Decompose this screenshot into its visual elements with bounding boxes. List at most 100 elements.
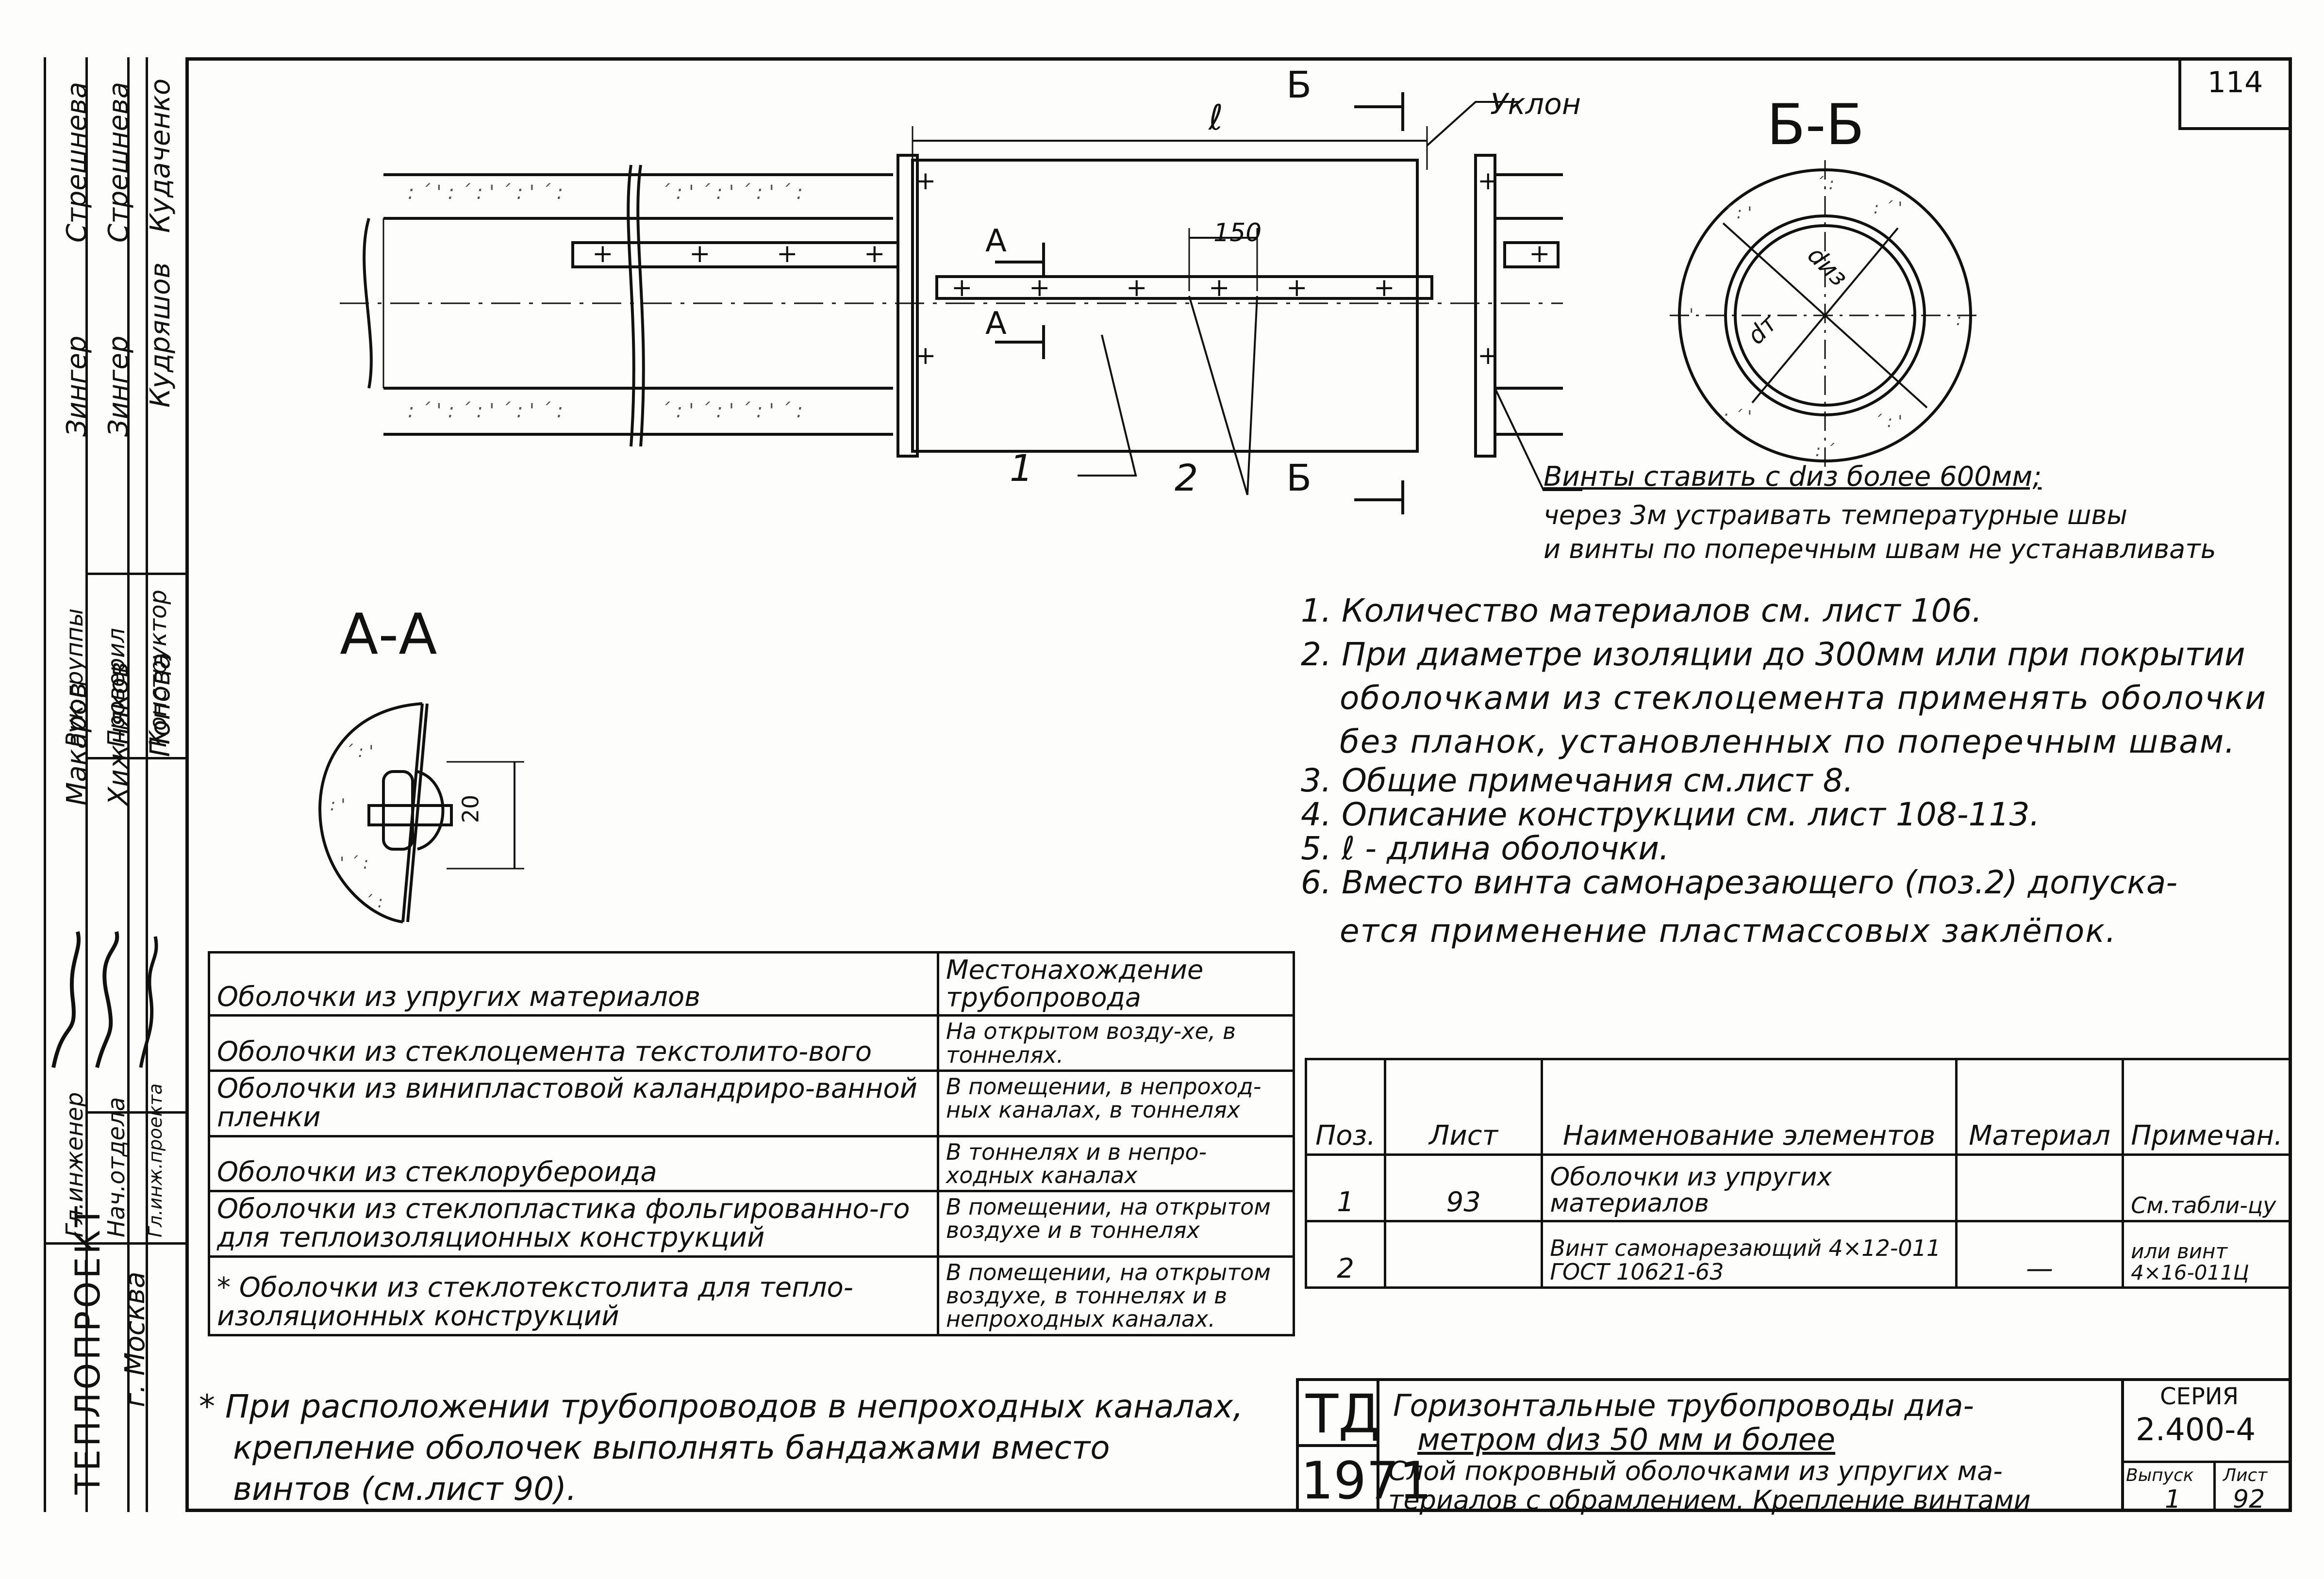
table-cell: * Оболочки из стеклотекстолита для тепло… [208, 1255, 939, 1336]
stamp-name-kudryashov: Кудряшов [145, 262, 176, 408]
sheet-value: 92 [2233, 1485, 2265, 1514]
table-cell: В помещении, в непроход-ных каналах, в т… [937, 1069, 1295, 1137]
table-header-cell: Оболочки из упругих материалов [208, 951, 939, 1017]
sheet-number: 114 [2207, 66, 2263, 99]
svg-text:': ' [1689, 305, 1693, 325]
footnote-3: винтов (см.лист 90). [233, 1470, 577, 1508]
table-cell [1384, 1220, 1544, 1289]
table-row: Оболочки из стеклоцемента текстолито-вог… [208, 1014, 1295, 1072]
note-5: 5. ℓ - длина оболочки. [1301, 830, 1670, 867]
svg-text:+: + [777, 239, 798, 268]
svg-text:' ´ :: ' ´ : [340, 854, 368, 873]
series-value: 2.400-4 [2136, 1412, 2256, 1448]
table-header-cell: Поз. [1304, 1058, 1387, 1156]
screw-note-1: Винты ставить с dиз более 600мм; [1544, 461, 2042, 493]
table-header-cell: Местонахождение трубопровода [937, 951, 1295, 1017]
callout-1: 1 [1010, 446, 1033, 490]
table-cell: В тоннелях и в непро-ходных каналах [937, 1135, 1295, 1193]
sheet-frame [185, 57, 2292, 1512]
table-cell: В помещении, на открытом воздухе, в тонн… [937, 1255, 1295, 1336]
table-row: Оболочки из винипластовой каландриро-ван… [208, 1069, 1295, 1137]
title-line-3: Слой покровный оболочками из упругих ма- [1388, 1456, 2003, 1486]
note-3: 3. Общие примечания см.лист 8. [1301, 762, 1854, 799]
svg-text:: ´ ' : ´ : ' ´ : ' ´ :: : ´ ' : ´ : ' ´ : ' ´ : [408, 400, 563, 422]
table-cell: Оболочки из стеклопластика фольгированно… [208, 1190, 939, 1258]
title-block-year: 1971 [1301, 1451, 1432, 1511]
svg-text:´ : ' ´ : ' ´ : ' ´ :: ´ : ' ´ : ' ´ : ' ´ : [660, 400, 803, 422]
stamp-name-zinger-1: Зингер [61, 335, 93, 437]
table-cell: Винт самонарезающий 4×12-011 ГОСТ 10621-… [1541, 1220, 1958, 1289]
table-cell: Оболочки из стеклоцемента текстолито-вог… [208, 1014, 939, 1072]
table-cell: Оболочки из стеклорубероида [208, 1135, 939, 1193]
dim-150-label: 150 [1213, 218, 1262, 247]
note-6: 6. Вместо винта самонарезающего (поз.2) … [1301, 864, 2178, 901]
title-block-code: ТД [1306, 1383, 1380, 1445]
table-header-cell: Материал [1955, 1058, 2125, 1156]
svg-text:+: + [864, 239, 885, 268]
note-2-cont-2: без планок, установленных по поперечным … [1340, 723, 2236, 760]
stamp-name-streshneva-2: Стрешнева [103, 82, 134, 243]
table-cell: На открытом возду-хе, в тоннелях. [937, 1014, 1295, 1072]
table-cell: Оболочки из упругих материалов [1541, 1153, 1958, 1222]
title-line-1: Горизонтальные трубопроводы диа- [1393, 1388, 1974, 1423]
slope-label: Уклон [1490, 87, 1581, 121]
svg-text:: ´ ': : ´ ' [1723, 407, 1752, 427]
stamp-role-chief-engineer: Гл.инженер [61, 1092, 88, 1237]
stamp-name-makarov: Макаров [61, 682, 93, 806]
section-a-bottom: А [985, 306, 1007, 342]
section-aa-title: А-А [340, 602, 437, 667]
title-line-2: метром dиз 50 мм и более [1417, 1422, 1836, 1457]
table-header-cell: Примечан. [2122, 1058, 2292, 1156]
svg-text:+: + [1029, 273, 1050, 302]
section-a-top: А [985, 223, 1007, 259]
section-aa-drawing: ´ : ' : ' ' ´ : ´ : [318, 702, 524, 923]
callout-2: 2 [1175, 456, 1198, 499]
svg-text:´ : ': ´ : ' [345, 742, 373, 761]
sheet-label: Лист [2223, 1465, 2268, 1485]
svg-text:´ : ': ´ : ' [1723, 203, 1752, 223]
table-cell: Оболочки из винипластовой каландриро-ван… [208, 1069, 939, 1137]
dim-20-label: 20 [457, 794, 484, 823]
stamp-name-streshneva-1: Стрешнева [61, 82, 93, 243]
svg-text:´ :: ´ : [364, 892, 383, 912]
table-cell: См.табли-цу [2122, 1153, 2292, 1222]
table-header-row: Поз. Лист Наименование элементов Материа… [1304, 1058, 2292, 1156]
stamp-signatures [51, 931, 158, 1068]
table-row: 2 Винт самонарезающий 4×12-011 ГОСТ 1062… [1304, 1220, 2292, 1289]
materials-table: Оболочки из упругих материалов Местонахо… [208, 951, 1295, 1336]
svg-text:+: + [1126, 273, 1147, 302]
specification-table: Поз. Лист Наименование элементов Материа… [1304, 1058, 2292, 1289]
svg-text:+: + [915, 341, 936, 370]
stamp-name-popova: Попова [145, 653, 176, 757]
section-bb-drawing: ´ : ': ´ ' ': : ´ '´ : ' ´ :: ´ [1670, 160, 1980, 471]
svg-text:´ : ': ´ : ' [1874, 412, 1902, 431]
svg-text:´ : ' ´ : ' ´ : ' ´ :: ´ : ' ´ : ' ´ : ' ´ : [660, 181, 803, 204]
svg-text:+: + [1477, 341, 1499, 370]
table-cell: — [1955, 1220, 2125, 1289]
note-2: 2. При диаметре изоляции до 300мм или пр… [1301, 636, 2245, 673]
series-label: СЕРИЯ [2160, 1383, 2239, 1410]
svg-text:+: + [689, 239, 711, 268]
stamp-role-project-engineer: Гл.инж.проекта [145, 1083, 166, 1237]
note-4: 4. Описание конструкции см. лист 108-113… [1301, 796, 2040, 833]
stamp-name-kudachenko: Кудаченко [145, 78, 176, 233]
pipe-elevation-drawing: ++++ ++++++ ++++ + : ´ ' : ´ : ' ´ : ' ´… [340, 92, 1582, 514]
table-row: Оболочки из стеклорубероида В тоннелях и… [208, 1135, 1295, 1193]
table-cell: 93 [1384, 1153, 1544, 1222]
note-1: 1. Количество материалов см. лист 106. [1301, 592, 1982, 629]
table-cell: 2 [1304, 1220, 1387, 1289]
section-b-top: Б [1286, 63, 1312, 106]
table-header-cell: Лист [1384, 1058, 1544, 1156]
note-6-cont: ется применение пластмассовых заклёпок. [1340, 912, 2117, 950]
sheet-number-box [2178, 57, 2292, 130]
svg-text:: ´ ' : ´ : ' ´ : ' ´ :: : ´ ' : ´ : ' ´ : ' ´ : [408, 181, 563, 204]
svg-text:´ :: ´ : [1815, 174, 1834, 194]
footnote-2: крепление оболочек выполнять бандажами в… [233, 1429, 1110, 1466]
issue-label: Выпуск [2126, 1465, 2194, 1485]
note-2-cont-1: оболочками из стеклоцемента применять об… [1340, 679, 2267, 717]
section-b-bottom: Б [1286, 456, 1312, 499]
stamp-city: г. Москва [119, 1271, 151, 1407]
svg-text:: ': : ' [330, 795, 346, 815]
svg-text:+: + [1374, 273, 1395, 302]
